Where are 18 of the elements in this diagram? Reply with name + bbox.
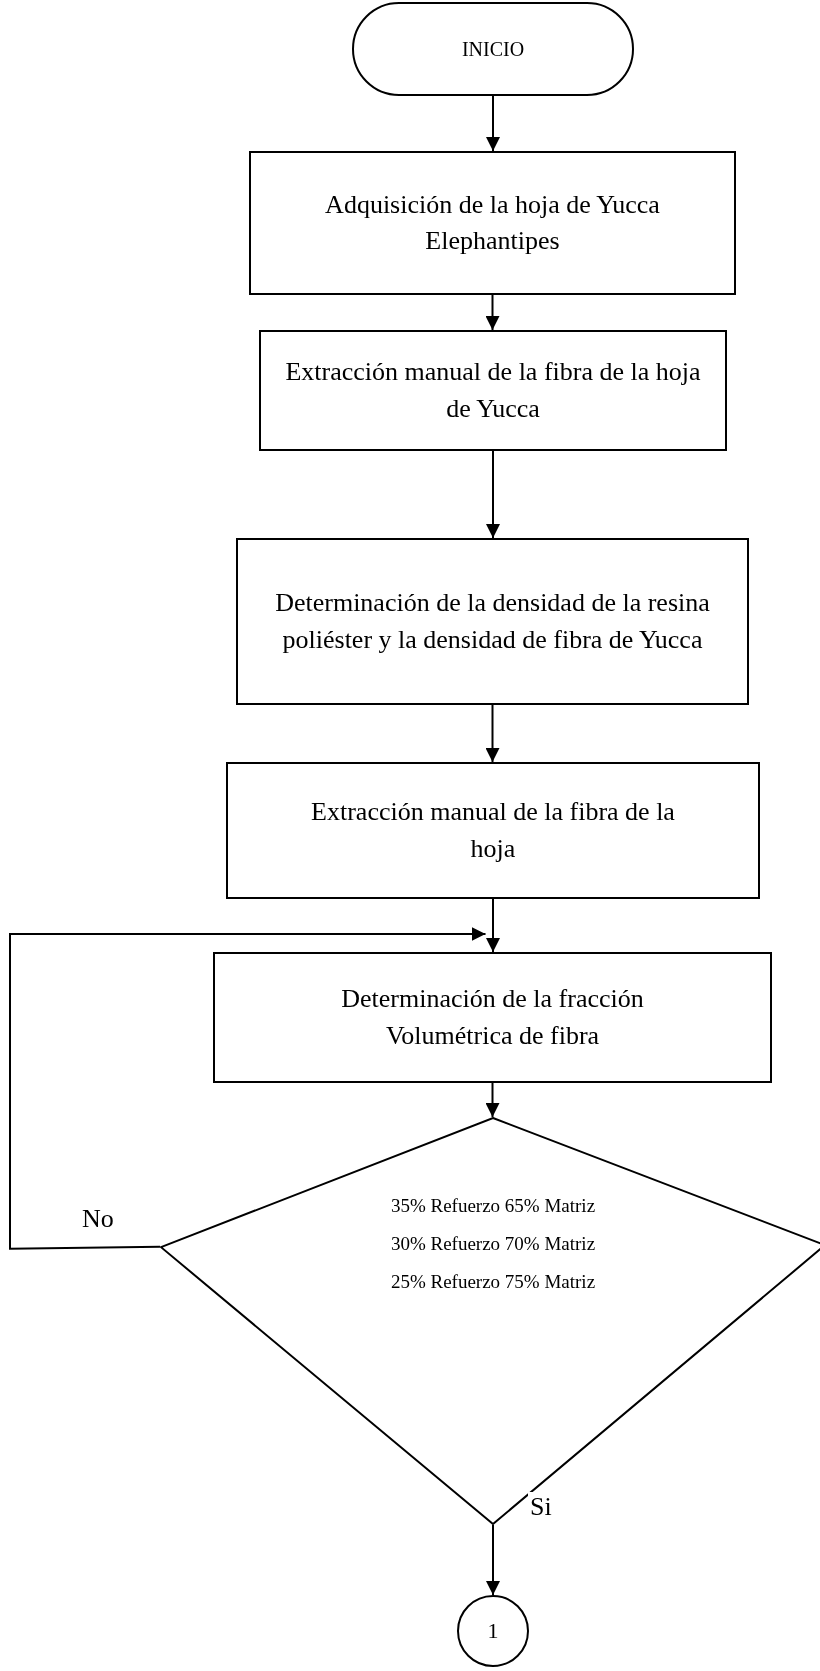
arrow — [9, 927, 487, 1250]
arrow — [486, 450, 500, 539]
arrow — [486, 898, 500, 953]
arrow — [485, 704, 500, 763]
option-text: 25% Refuerzo 75% Matriz — [390, 1271, 596, 1293]
option-text: 30% Refuerzo 70% Matriz — [390, 1233, 596, 1255]
process-box: Determinación de la densidad de la resina poliéster y la densidad de fibra de Yucca — [236, 538, 749, 705]
start-terminator: INICIO — [352, 2, 634, 96]
process-box: Extracción manual de la fibra de la hoja de Yucca — [259, 330, 727, 451]
process-box: Extracción manual de la fibra de la hoja — [226, 762, 760, 899]
process-box: Determinación de la fracción Volumétrica de fibra — [213, 952, 772, 1083]
arrow — [486, 95, 500, 152]
arrow — [485, 294, 500, 331]
process-box: Adquisición de la hoja de Yucca Elephantipes — [249, 151, 736, 295]
option-text: 35% Refuerzo 65% Matriz — [390, 1195, 596, 1217]
connector-circle: 1 — [457, 1595, 529, 1667]
arrow — [486, 1524, 500, 1596]
arrow — [485, 1082, 500, 1118]
